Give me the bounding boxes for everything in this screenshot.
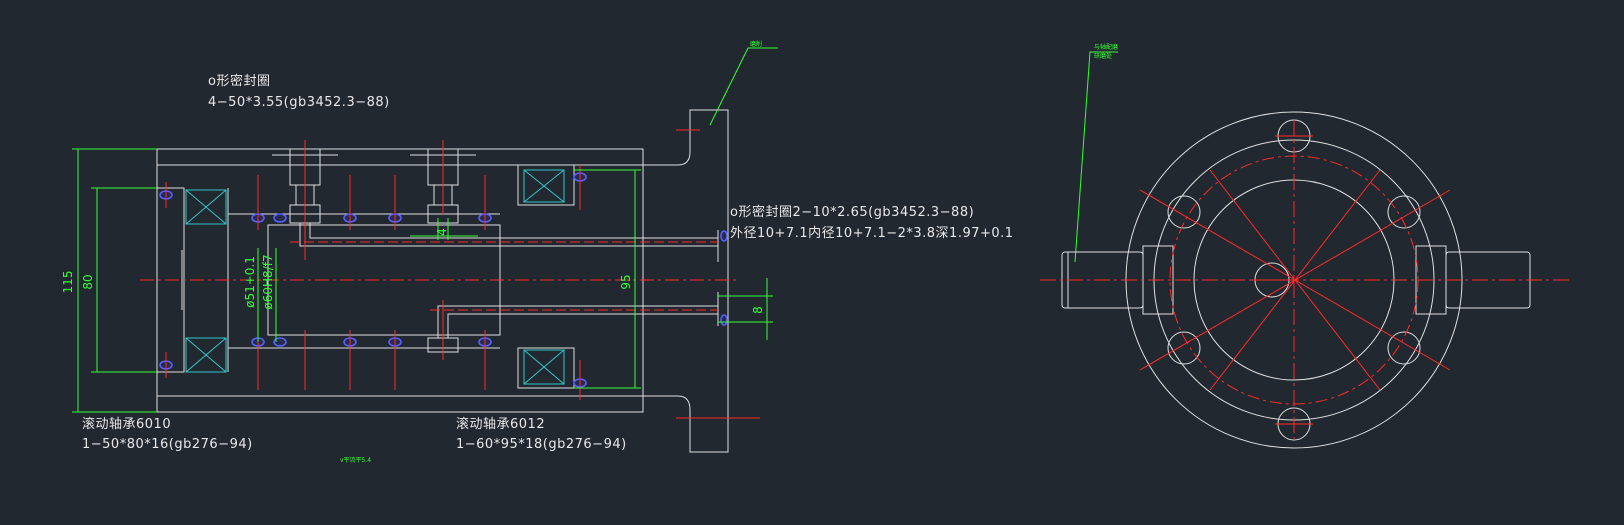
bearing-right-top (523, 169, 565, 203)
seal (720, 230, 728, 242)
bolt-hole (1387, 195, 1421, 229)
seal (273, 337, 287, 347)
bearing-right-seat-top (517, 164, 575, 206)
bearing-left-top-x2 (185, 189, 227, 225)
flange-outline (643, 109, 729, 453)
seal (720, 314, 728, 326)
bearing-left-bottom-x2 (185, 337, 227, 373)
bearing-right-title: 滚动轴承6012 (456, 416, 545, 432)
oring-right-title: o形密封圈2−10*2.65(gb3452.3−88) (730, 204, 974, 220)
oring-right-spec: 外径10+7.1内径10+7.1−2*3.8深1.97+0.1 (730, 225, 1014, 241)
leader-right-view (1074, 51, 1118, 263)
bearing-right-spec: 1−60*95*18(gb276−94) (456, 437, 627, 452)
dim-51: ø51+0.1 (243, 256, 257, 308)
tiny-leader-right-2: 研磨处 (1094, 52, 1112, 60)
bolt-hole (1167, 195, 1201, 229)
dim-80: 80 (81, 274, 95, 289)
passage-lower (437, 305, 718, 338)
bearing-right-bottom-x2 (523, 349, 565, 385)
end-view-centerlines (1040, 120, 1570, 440)
bolt-hole (1167, 331, 1201, 365)
dim-60: ø60H8/f7 (261, 254, 275, 309)
annotations: o形密封圈 4−50*3.55(gb3452.3−88) o形密封圈2−10*2… (61, 40, 1118, 464)
bolt-hole (1387, 331, 1421, 365)
bearing-left-spec: 1−50*80*16(gb276−94) (82, 437, 253, 452)
tiny-leader-right-1: 与轴配磨 (1094, 43, 1118, 51)
section-centerlines (140, 129, 760, 419)
bearing-left-top (185, 189, 227, 225)
dimension-lines (72, 47, 1118, 413)
bearing-right-bottom (523, 349, 565, 385)
bearing-left-title: 滚动轴承6010 (82, 416, 171, 432)
oring-top-spec: 4−50*3.55(gb3452.3−88) (208, 95, 390, 110)
passage-upper (299, 223, 718, 247)
bearing-left-bottom (185, 337, 227, 373)
bearings (185, 169, 565, 385)
dim-8: 8 (751, 306, 765, 314)
leader-top (709, 47, 778, 126)
dim-4: 4 (435, 228, 449, 236)
tiny-bottom-note: v平流平5.4 (340, 456, 371, 464)
bearing-right-top-x2 (523, 169, 565, 203)
bearing-right-seat-bottom (517, 347, 575, 389)
oring-top-title: o形密封圈 (208, 73, 270, 89)
dim-115: 115 (61, 271, 75, 294)
passage-lower-2 (447, 313, 718, 338)
dim-95: 95 (619, 274, 633, 289)
tiny-leader-top: 磨削 (750, 40, 762, 48)
passage-upper-2 (309, 223, 718, 239)
seal (273, 213, 287, 223)
